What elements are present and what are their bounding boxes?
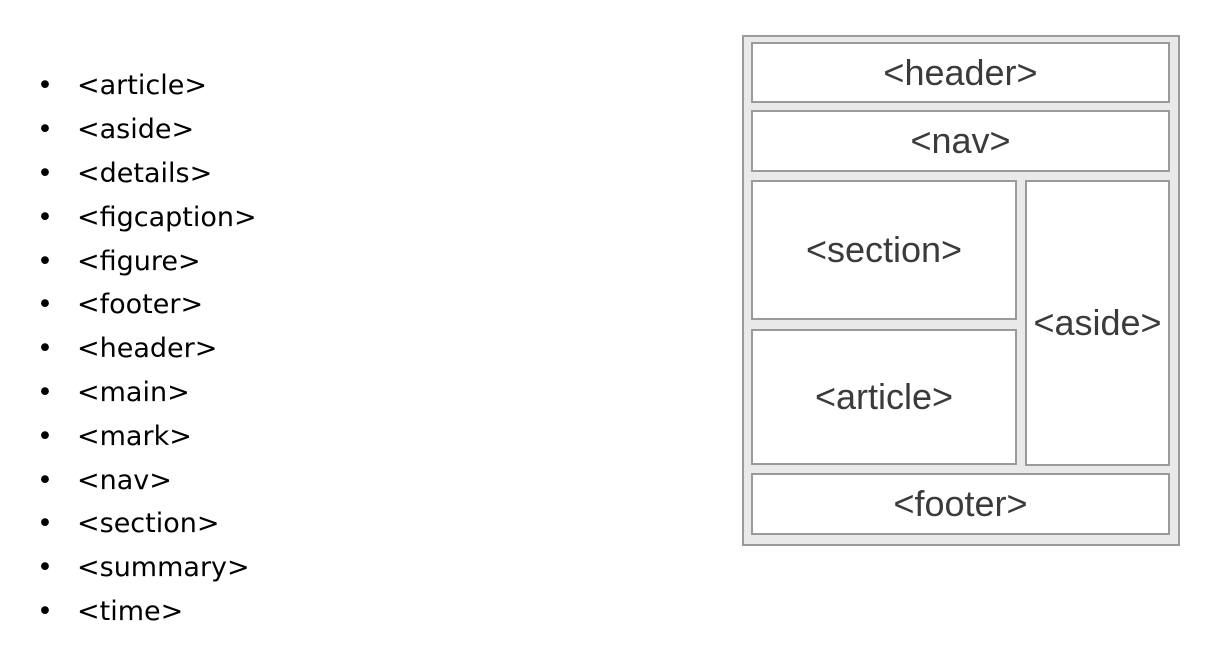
list-item: • <aside> (36, 108, 257, 152)
element-tag-label: <nav> (77, 464, 172, 496)
bullet-icon: • (37, 245, 53, 277)
element-list: • <article> • <aside> • <details> • <fig… (36, 64, 257, 633)
diagram-box-aside: <aside> (1025, 180, 1170, 466)
diagram-box-footer: <footer> (751, 473, 1170, 535)
list-item: • <article> (36, 64, 257, 108)
list-item: • <details> (36, 152, 257, 196)
list-item: • <footer> (36, 283, 257, 327)
bullet-icon: • (37, 333, 53, 365)
element-tag-label: <section> (77, 508, 220, 540)
bullet-icon: • (37, 70, 53, 102)
bullet-icon: • (37, 201, 53, 233)
element-tag-label: <mark> (77, 420, 192, 452)
element-tag-label: <article> (77, 70, 207, 102)
diagram-box-label: <header> (883, 51, 1038, 93)
list-item: • <figcaption> (36, 195, 257, 239)
diagram-box-label: <nav> (910, 120, 1011, 161)
element-tag-label: <details> (77, 157, 213, 189)
bullet-icon: • (37, 114, 53, 146)
diagram-box-label: <section> (805, 229, 963, 270)
layout-diagram: <header> <nav> <section> <article> <asid… (742, 35, 1180, 546)
element-tag-label: <header> (77, 333, 218, 365)
element-tag-label: <footer> (77, 289, 204, 321)
element-tag-label: <time> (77, 595, 184, 627)
diagram-box-header: <header> (751, 42, 1170, 103)
list-item: • <time> (36, 590, 257, 634)
bullet-icon: • (37, 289, 53, 321)
list-item: • <nav> (36, 458, 257, 502)
element-tag-label: <figcaption> (77, 201, 257, 233)
list-item: • <main> (36, 371, 257, 415)
element-tag-label: <figure> (77, 245, 201, 277)
list-item: • <mark> (36, 414, 257, 458)
bullet-icon: • (37, 464, 53, 496)
diagram-box-label: <aside> (1033, 302, 1162, 343)
element-tag-label: <aside> (77, 114, 195, 146)
element-tag-label: <summary> (77, 552, 250, 584)
list-item: • <header> (36, 327, 257, 371)
bullet-icon: • (37, 508, 53, 540)
list-item: • <figure> (36, 239, 257, 283)
bullet-icon: • (37, 420, 53, 452)
bullet-icon: • (37, 157, 53, 189)
diagram-box-label: <article> (814, 376, 954, 417)
diagram-box-section: <section> (751, 180, 1017, 320)
bullet-icon: • (37, 376, 53, 408)
list-item: • <summary> (36, 546, 257, 590)
element-tag-label: <main> (77, 376, 190, 408)
diagram-box-article: <article> (751, 329, 1017, 465)
diagram-box-nav: <nav> (751, 110, 1170, 172)
bullet-icon: • (37, 595, 53, 627)
list-item: • <section> (36, 502, 257, 546)
diagram-box-label: <footer> (893, 483, 1028, 524)
bullet-icon: • (37, 552, 53, 584)
